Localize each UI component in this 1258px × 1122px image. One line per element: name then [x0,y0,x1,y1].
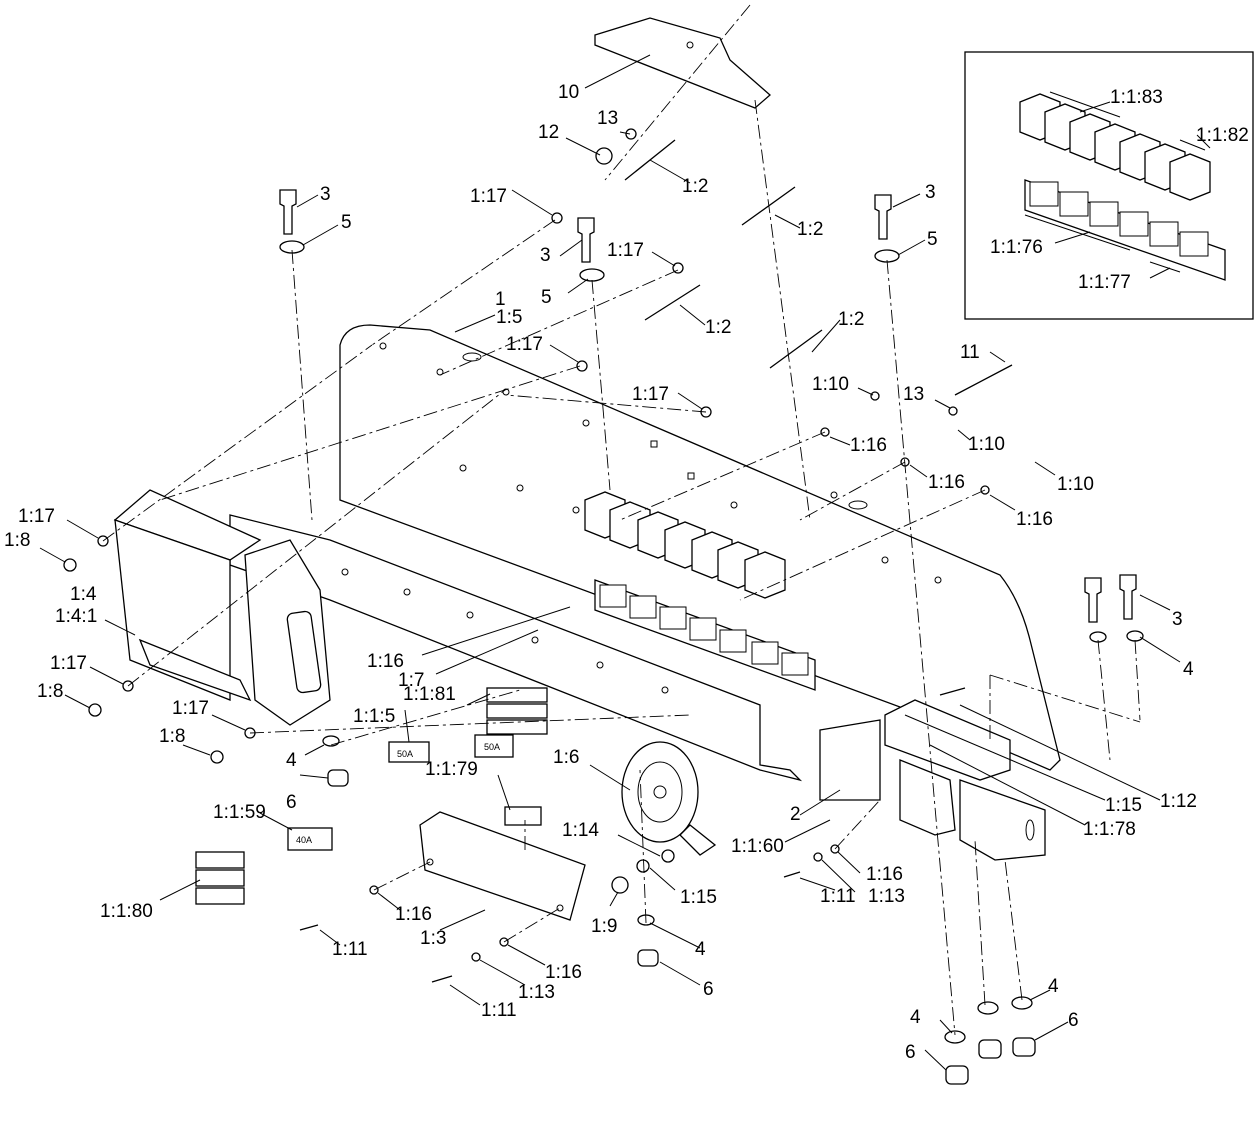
callout-1-15: 1:15 [1105,795,1142,816]
callout-1-17: 1:17 [50,653,87,674]
callout-1-16: 1:16 [866,864,903,885]
callout-6: 6 [905,1042,916,1063]
callout-labels: 10 13 12 1:2 1:2 1:2 1:2 1:17 1:17 1:17 … [4,82,1249,1063]
callout-1-11: 1:11 [820,886,856,907]
callout-1-17: 1:17 [470,186,507,207]
callout-1-2: 1:2 [705,317,731,338]
callout-1-1-82: 1:1:82 [1196,125,1249,146]
callout-1-3: 1:3 [420,928,446,949]
callout-1-13: 1:13 [518,982,555,1003]
callout-1-6: 1:6 [553,747,579,768]
callout-1-17: 1:17 [632,384,669,405]
callout-3: 3 [1172,609,1183,630]
callout-1-17: 1:17 [18,506,55,527]
cover-plate [419,811,586,921]
callout-1-15: 1:15 [680,887,717,908]
callout-1-16: 1:16 [545,962,582,983]
inset-relay-caps [1019,93,1211,201]
horn [621,741,717,856]
callout-1-8: 1:8 [37,681,63,702]
callout-4: 4 [695,939,706,960]
relay-row [584,491,816,691]
callout-1-11: 1:11 [332,939,368,960]
assembly-lines [102,4,1141,1036]
fuse-label-40a: 40A [296,835,312,845]
fuse-label-50a-b: 50A [484,742,500,752]
callout-4: 4 [910,1007,921,1028]
callout-1-1-83: 1:1:83 [1110,87,1163,108]
leader-lines [39,54,1211,1071]
callout-4: 4 [1183,659,1194,680]
callout-3: 3 [925,182,936,203]
callout-1-16: 1:16 [928,472,965,493]
callout-1-10: 1:10 [1057,474,1094,495]
bolts [279,139,1137,983]
controller-module [113,489,331,726]
callout-1-11: 1:11 [481,1000,517,1021]
callout-1-10: 1:10 [812,374,849,395]
callout-1-1-78: 1:1:78 [1083,819,1136,840]
callout-1-4: 1:4 [70,584,97,605]
callout-1-16: 1:16 [367,651,404,672]
fuse-label-50a-a: 50A [397,749,413,759]
callout-5: 5 [341,212,352,233]
callout-6: 6 [703,979,714,1000]
callout-1: 1 [495,289,506,310]
callout-1-10: 1:10 [968,434,1005,455]
callout-1-2: 1:2 [838,309,864,330]
callout-1-5: 1:5 [496,307,522,328]
callout-1-16: 1:16 [850,435,887,456]
callout-1-1-5: 1:1:5 [353,706,395,727]
callout-1-2: 1:2 [797,219,823,240]
callout-13: 13 [597,108,618,129]
callout-1-1-59: 1:1:59 [213,802,266,823]
callout-1-1-60: 1:1:60 [731,836,784,857]
callout-1-16: 1:16 [1016,509,1053,530]
panel-slot [848,500,868,510]
callout-6: 6 [286,792,297,813]
washers-and-nuts [63,128,1144,1085]
relay-detail-inset [964,51,1254,320]
inset-relay-sockets [1024,179,1226,281]
callout-1-1-81: 1:1:81 [403,684,456,705]
callout-1-1-77: 1:1:77 [1078,272,1131,293]
panel-slot [462,352,482,362]
callout-1-14: 1:14 [562,820,599,841]
callout-4: 4 [1048,976,1059,997]
callout-2: 2 [790,804,801,825]
callout-13: 13 [903,384,924,405]
callout-1-8: 1:8 [159,726,185,747]
callout-1-8: 1:8 [4,530,30,551]
callout-1-7: 1:7 [398,670,424,691]
top-bracket [594,17,771,109]
callout-1-12: 1:12 [1160,791,1197,812]
callout-12: 12 [538,122,559,143]
callout-1-9: 1:9 [591,916,617,937]
callout-5: 5 [541,287,552,308]
callout-1-1-79: 1:1:79 [425,759,478,780]
callout-1-2: 1:2 [682,176,708,197]
callout-3: 3 [320,184,331,205]
callout-11: 11 [960,342,980,363]
callout-3: 3 [540,245,551,266]
callout-4: 4 [286,750,297,771]
callout-1-17: 1:17 [607,240,644,261]
callout-1-1-76: 1:1:76 [990,237,1043,258]
fuse-cluster: 50A 50A 40A [195,687,548,905]
callout-10: 10 [558,82,579,103]
callout-1-13: 1:13 [868,886,905,907]
callout-1-17: 1:17 [172,698,209,719]
callout-1-4-1: 1:4:1 [55,606,97,627]
callout-5: 5 [927,229,938,250]
callout-1-1-80: 1:1:80 [100,901,153,922]
callout-1-16: 1:16 [395,904,432,925]
callout-1-17: 1:17 [506,334,543,355]
callout-6: 6 [1068,1010,1079,1031]
